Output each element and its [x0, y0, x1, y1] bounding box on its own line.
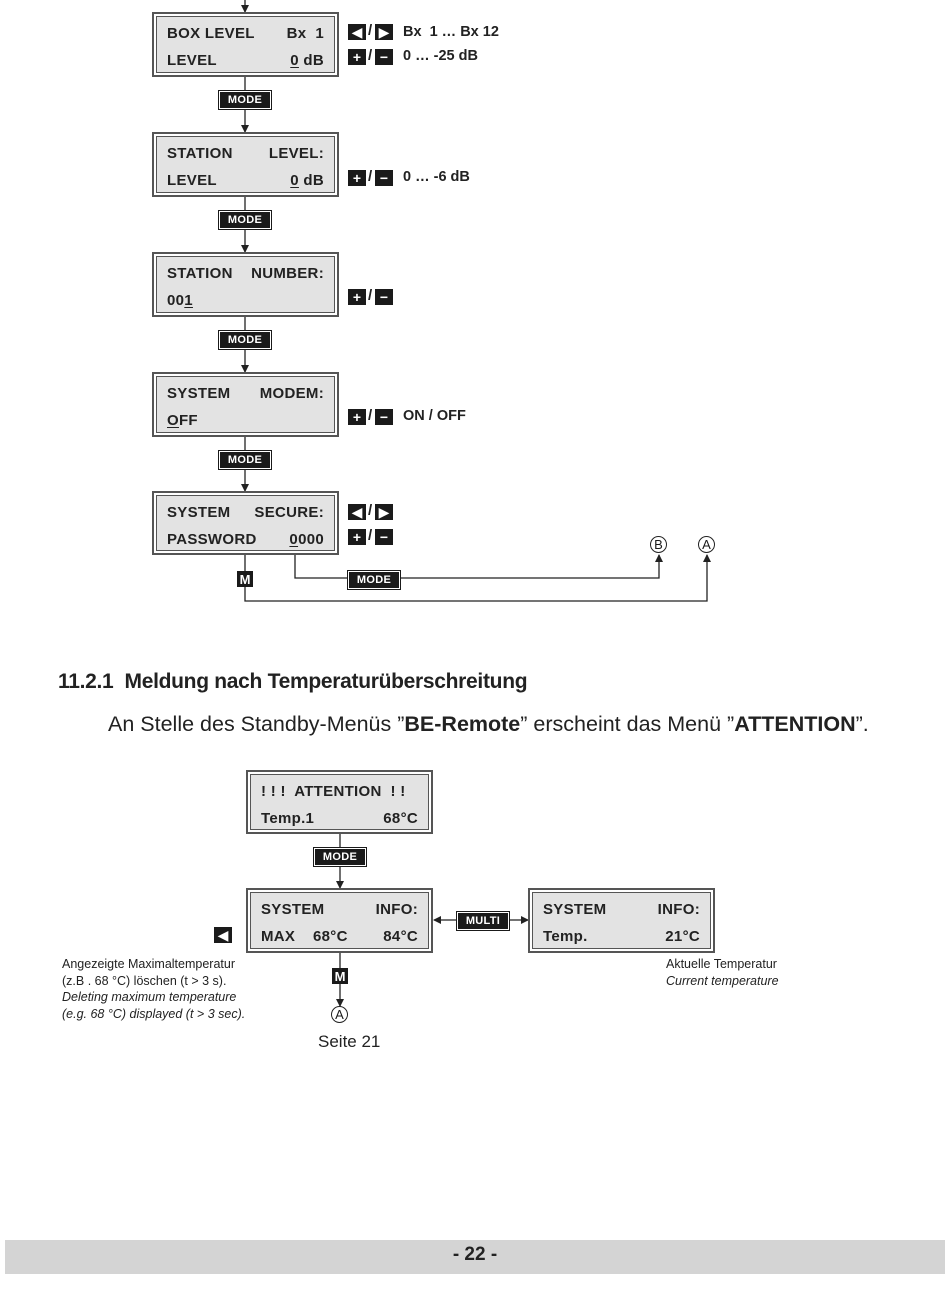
system-info-max-display: SYSTEM INFO: MAX 68°C 84°C	[246, 888, 433, 953]
be-remote-term: BE-Remote	[404, 712, 521, 736]
slash-separator: /	[368, 527, 373, 544]
station-number-title: STATION	[167, 265, 233, 282]
slash-separator: /	[368, 502, 373, 519]
attention-term: ATTENTION	[734, 712, 856, 736]
mode-button-label: MODE	[218, 90, 272, 110]
slash-separator: /	[368, 287, 373, 304]
station-level-title: STATION	[167, 145, 233, 162]
station-level-title-right: LEVEL:	[268, 145, 324, 162]
system-secure-title-right: SECURE:	[254, 504, 324, 521]
left-arrow-icon: ◀	[348, 504, 366, 520]
max-temp-value: 68°C	[313, 928, 348, 945]
right-arrow-icon: ▶	[375, 504, 393, 520]
system-info-title-right: INFO:	[657, 901, 700, 918]
left-arrow-icon: ◀	[214, 927, 232, 943]
slash-separator: /	[368, 407, 373, 424]
box-level-display: BOX LEVEL Bx 1 LEVEL 0 dB	[152, 12, 339, 77]
station-level-value: 0 dB	[290, 172, 324, 189]
current-temp-note: Aktuelle Temperatur Current temperature	[666, 957, 779, 988]
system-modem-value: OFF	[167, 412, 198, 429]
station-number-title-right: NUMBER:	[251, 265, 324, 282]
box-level-box-id: Bx 1	[286, 25, 324, 42]
mode-button-label: MODE	[313, 847, 367, 867]
system-info-title: SYSTEM	[543, 901, 607, 918]
attention-temp-value: 68°C	[383, 810, 418, 827]
current-temp-label: Temp.	[543, 928, 588, 945]
mode-button-label: MODE	[218, 450, 272, 470]
plus-icon: +	[348, 409, 366, 425]
system-modem-display: SYSTEM MODEM: OFF	[152, 372, 339, 437]
connector-a: A	[331, 1006, 348, 1023]
connector-a: A	[698, 536, 715, 553]
plus-icon: +	[348, 49, 366, 65]
box-level-label: LEVEL	[167, 52, 217, 69]
system-info-title-right: INFO:	[375, 901, 418, 918]
left-arrow-icon: ◀	[348, 24, 366, 40]
plus-icon: +	[348, 289, 366, 305]
max-limit-value: 84°C	[383, 928, 418, 945]
station-number-display: STATION NUMBER: 001	[152, 252, 339, 317]
max-temp-delete-note: Angezeigte Maximaltemperatur (z.B . 68 °…	[62, 957, 246, 1021]
footer-bar: - 22 -	[5, 1240, 945, 1274]
password-label: PASSWORD	[167, 531, 257, 548]
box-level-title: BOX LEVEL	[167, 25, 255, 42]
system-info-title: SYSTEM	[261, 901, 325, 918]
system-modem-title: SYSTEM	[167, 385, 231, 402]
section-title: Meldung nach Temperaturüberschreitung	[124, 670, 528, 693]
attention-display: ! ! ! ATTENTION ! ! Temp.1 68°C	[246, 770, 433, 834]
minus-icon: −	[375, 49, 393, 65]
box-level-range-note: 0 … -25 dB	[403, 48, 478, 64]
station-number-value: 001	[167, 292, 193, 309]
slash-separator: /	[368, 47, 373, 64]
page-number: - 22 -	[452, 1244, 498, 1265]
attention-temp-label: Temp.1	[261, 810, 315, 827]
section-heading: 11.2.1 Meldung nach Temperaturüberschrei…	[58, 670, 528, 694]
station-level-label: LEVEL	[167, 172, 217, 189]
system-modem-options-note: ON / OFF	[403, 408, 466, 424]
current-temp-value: 21°C	[665, 928, 700, 945]
m-button-label: M	[332, 968, 348, 984]
station-level-display: STATION LEVEL: LEVEL 0 dB	[152, 132, 339, 197]
slash-separator: /	[368, 168, 373, 185]
minus-icon: −	[375, 170, 393, 186]
minus-icon: −	[375, 529, 393, 545]
system-secure-title: SYSTEM	[167, 504, 231, 521]
attention-title: ! ! ! ATTENTION ! !	[261, 783, 406, 800]
mode-button-label: MODE	[218, 210, 272, 230]
m-button-label: M	[237, 571, 253, 587]
system-modem-title-right: MODEM:	[259, 385, 324, 402]
system-secure-display: SYSTEM SECURE: PASSWORD 0000	[152, 491, 339, 555]
section-intro: An Stelle des Standby-Menüs ”BE-Remote” …	[108, 712, 869, 736]
connector-b: B	[650, 536, 667, 553]
right-arrow-icon: ▶	[375, 24, 393, 40]
box-range-note: Bx 1 … Bx 12	[403, 24, 499, 40]
plus-icon: +	[348, 529, 366, 545]
box-level-value: 0 dB	[290, 52, 324, 69]
plus-icon: +	[348, 170, 366, 186]
max-label: MAX	[261, 928, 296, 945]
system-info-temp-display: SYSTEM INFO: Temp. 21°C	[528, 888, 715, 953]
minus-icon: −	[375, 289, 393, 305]
station-level-range-note: 0 … -6 dB	[403, 169, 470, 185]
multi-button-label: MULTI	[456, 911, 510, 931]
page-reference: Seite 21	[318, 1032, 381, 1051]
mode-button-label: MODE	[347, 570, 401, 590]
password-value: 0000	[289, 531, 324, 548]
mode-button-label: MODE	[218, 330, 272, 350]
slash-separator: /	[368, 22, 373, 39]
section-number: 11.2.1	[58, 670, 114, 693]
minus-icon: −	[375, 409, 393, 425]
